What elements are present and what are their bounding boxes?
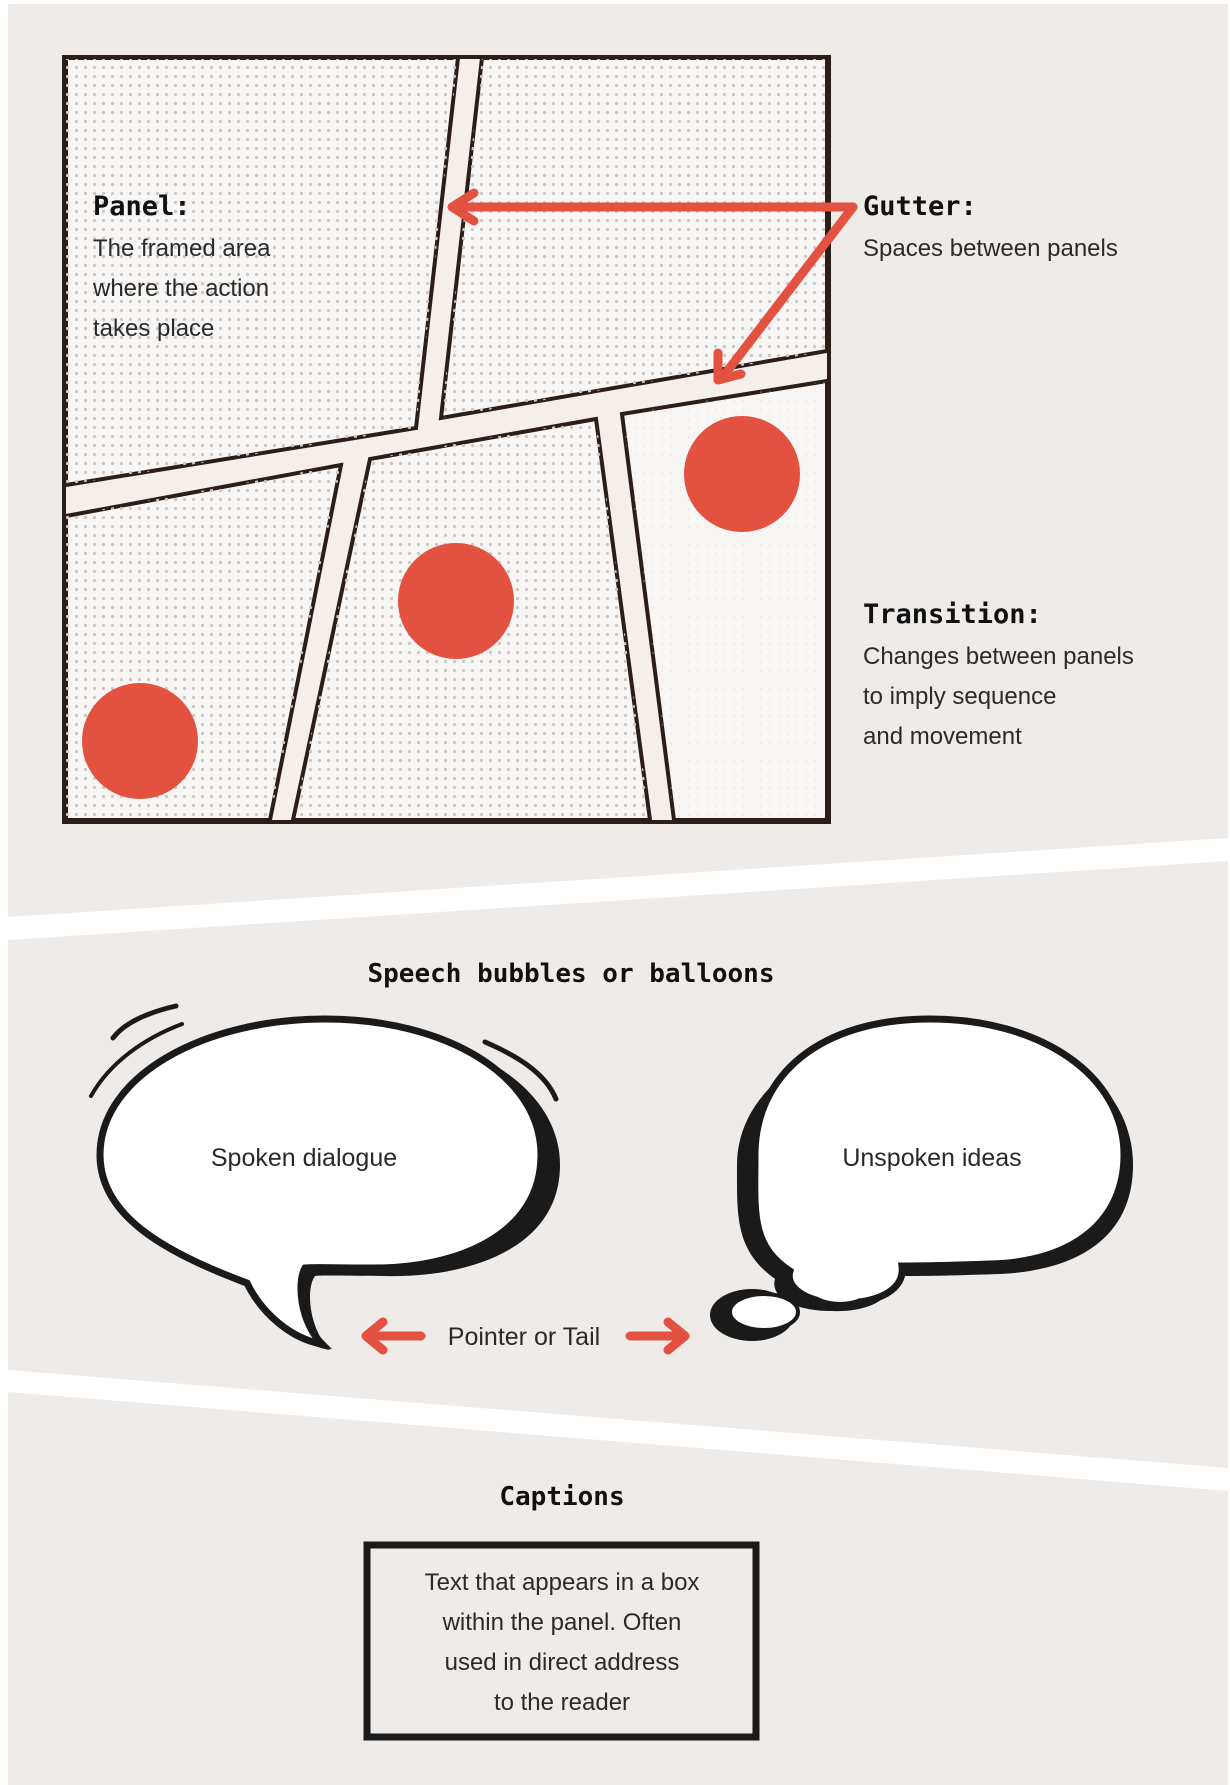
gutter-heading: Gutter:: [863, 191, 977, 222]
panel-top-left-halftone: [66, 58, 458, 485]
thought-bubble-dot-small-shadow: [810, 1270, 870, 1302]
panel-desc-line-3: takes place: [93, 315, 214, 342]
panel-grid: [64, 57, 829, 822]
panel-desc-line-1: The framed area: [93, 235, 271, 262]
gutter-desc-line-1: Spaces between panels: [863, 235, 1118, 262]
transition-desc-line-1: Changes between panels: [863, 643, 1134, 670]
red-dot-middle: [398, 543, 514, 659]
caption-line-3: used in direct address: [445, 1649, 680, 1676]
caption-line-4: to the reader: [494, 1689, 630, 1716]
thought-bubble-dot-large: [730, 1294, 798, 1330]
red-dot-right: [684, 416, 800, 532]
caption-line-1: Text that appears in a box: [425, 1569, 700, 1596]
bubbles-section-title: Speech bubbles or balloons: [368, 959, 775, 989]
thought-bubble-text: Unspoken ideas: [842, 1144, 1021, 1172]
red-dot-left: [82, 683, 198, 799]
transition-heading: Transition:: [863, 599, 1042, 630]
speech-bubble-text: Spoken dialogue: [211, 1144, 397, 1172]
transition-desc-line-3: and movement: [863, 723, 1022, 750]
panel-desc-line-2: where the action: [92, 275, 269, 302]
transition-desc-line-2: to imply sequence: [863, 683, 1056, 710]
captions-section-title: Captions: [499, 1482, 624, 1512]
caption-line-2: within the panel. Often: [442, 1609, 682, 1636]
panel-heading: Panel:: [93, 191, 191, 222]
pointer-label: Pointer or Tail: [448, 1323, 600, 1351]
